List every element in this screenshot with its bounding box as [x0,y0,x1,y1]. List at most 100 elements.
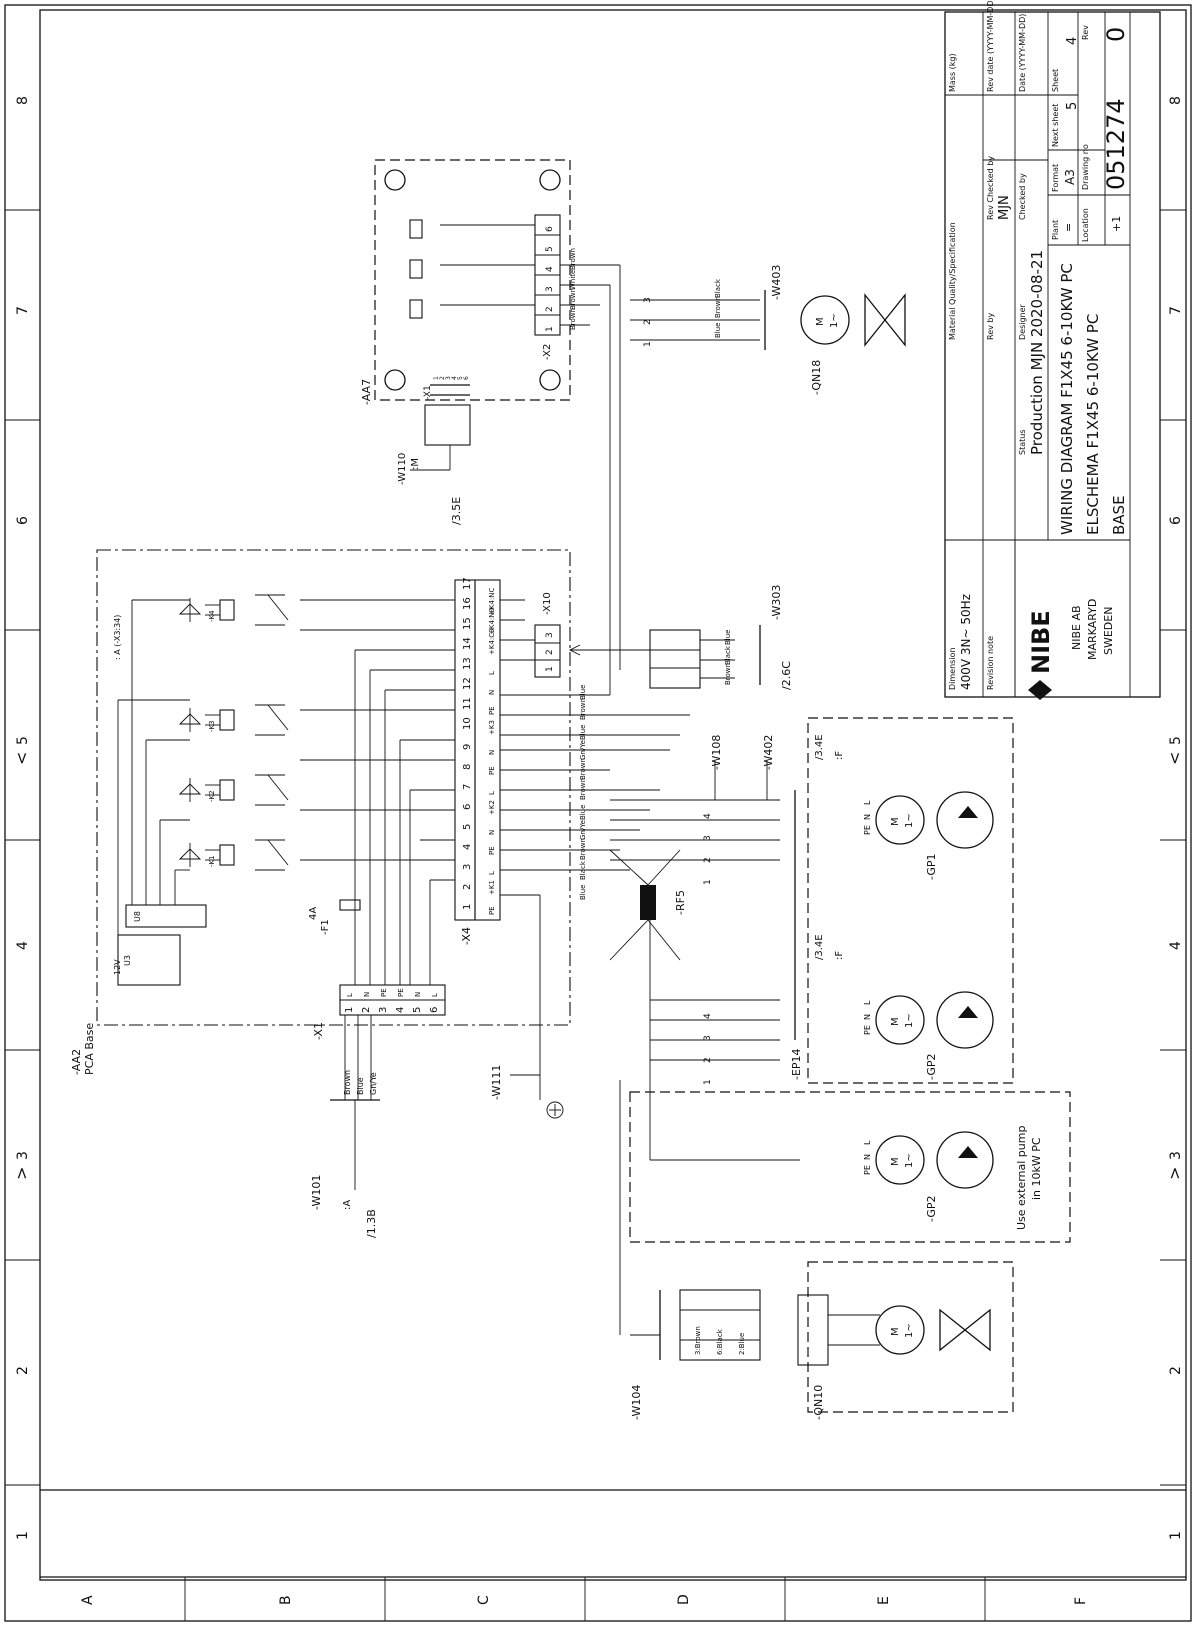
gp1-connector-pin: 3 [703,835,713,841]
gp1-connector-pin: 2 [703,857,713,863]
x1-pin-signal: L [431,993,439,997]
x1-aa7-pin-number: 6 [463,376,470,380]
x4-wire-color: Brown [579,758,587,780]
x4-pin-number: 2 [462,884,473,890]
x1-pin-number: 1 [344,1007,355,1013]
terminal-x1-label: -X1 [312,1022,325,1040]
x4-pin-number: 7 [462,784,473,790]
x4-pin-number: 1 [462,904,473,910]
u3-label: U3 [123,955,132,966]
x4-pin-number: 5 [462,824,473,830]
gp2b-motor-pin: L [863,1140,872,1145]
u8-label: U8 [133,911,142,922]
location-label: Location [1081,208,1090,242]
x4-pin-signal: +K4:N0 [488,608,496,635]
title-line-3: BASE [1110,495,1128,535]
ref-m: :M [410,458,421,470]
col-label-2-right: 2 [1168,1366,1184,1375]
cable-w402-label: -W402 [762,735,775,770]
gp1-motor-pin: PE [863,825,872,835]
gp1-ref-3-4e: /3.4E [814,734,825,760]
cable-w303-label: -W303 [770,585,783,620]
company-country: SWEDEN [1102,607,1115,655]
cable-w403-label: -W403 [770,265,783,300]
terminal-x10-label: -X10 [542,592,553,615]
designer-label: Designer [1018,303,1027,340]
x2-pin-number: 1 [545,326,555,332]
row-label-f: F [1073,1597,1089,1605]
location-value: +1 [1110,216,1123,232]
dimension-value: 400V 3N~ 50Hz [959,594,973,690]
format-value: A3 [1063,169,1077,185]
drawing-no-label: Drawing no [1081,144,1090,190]
x4-pin-signal: +K1 [488,880,496,895]
mass-label: Mass (kg) [948,53,957,92]
plant-value: = [1062,223,1075,232]
terminal-x2-label: -X2 [542,344,553,360]
col-label-5-left: 5 [15,736,31,745]
col-label-4-right: 4 [1168,941,1184,950]
x4-pin-number: 9 [462,744,473,750]
row-label-b: B [278,1595,294,1605]
gp2b-motor-pin: N [863,1154,872,1160]
col-label-6-right: 6 [1168,516,1184,525]
relay-k4-label: -K4 [208,610,216,622]
cable-w111: -W111 [490,895,564,1119]
dimension-label: Dimension [948,647,957,690]
connector-w303: -W303 /2.6C [568,585,793,690]
company-city: MARKARYD [1086,599,1099,660]
x4-pin-number: 11 [462,697,473,710]
rev-checked-by-label: Rev Checked by [986,156,995,220]
relay-k1-label: -K1 [208,855,216,867]
gp1-ref-f: :F [834,751,845,760]
external-pump-note-2: in 10kW PC [1030,1137,1043,1200]
x4-pin-signal: L [488,871,496,875]
cable-w108-label: -W108 [710,735,723,770]
qn10-label: -QN10 [812,1385,825,1420]
x1-aa7-pin-number: 2 [439,376,446,380]
col-label-1-right: 1 [1168,1531,1184,1540]
gp1-motor-pin: L [863,800,872,805]
x2-pin-number: 6 [545,226,555,232]
x4-wire-color: Brown [579,698,587,720]
company-name: NIBE AB [1070,605,1083,650]
twelve-v-label: 12V [113,959,122,975]
aa7-board: -AA7 -X2 -X1 -W110 :M /3.5E [360,159,571,525]
cable-w402: -W402 [762,735,775,800]
terminal-x10: -X10 [534,592,561,678]
x4-wire-color: Brown [579,778,587,800]
terminal-x4: -X4 [454,579,501,945]
gp2-connector-pin: 4 [703,1013,713,1019]
col-label-3-left: 3 [15,1151,31,1160]
x4-pin-signal: PE [488,906,496,915]
row-label-d: D [676,1594,692,1605]
x4-wire-color: Black [579,860,587,880]
gp2b-label: -GP2 [925,1195,938,1222]
aa2-internal-wiring [300,599,455,985]
x2-wire-color: Brown [569,288,577,310]
valve-qn10: M 1~ -QN10 -W104 [619,1080,1014,1420]
title-line-1: WIRING DIAGRAM F1X45 6-10KW PC [1058,263,1076,535]
col-label-6-left: 6 [15,516,31,525]
external-pump-area: M 1~ -GP2 Use external pump in 10kW PC [629,1091,1071,1243]
cable-w101: -W101 :A /1.3B [310,1015,380,1238]
x4-pin-number: 4 [462,844,473,850]
qn18-label: -QN18 [810,360,823,395]
gp2-motor-pin: N [863,1014,872,1020]
x10-pin-number: 2 [545,649,555,655]
x4-outgoing-wires [500,599,690,896]
x1-aa7-pin-number: 3 [445,376,452,380]
format-label: Format [1051,164,1060,192]
x1-pin-signal: PE [380,988,388,997]
x4-pin-signal: N [488,690,496,695]
x1-pin-signal: N [414,992,422,997]
sheet-value: 4 [1065,37,1080,45]
aa7-label: -AA7 [360,379,373,405]
rev-value: 0 [1102,27,1130,42]
x4-pin-number: 6 [462,804,473,810]
relay-k3: -K3 [178,704,289,736]
x4-wire-color: Gn/Ye [579,820,587,840]
